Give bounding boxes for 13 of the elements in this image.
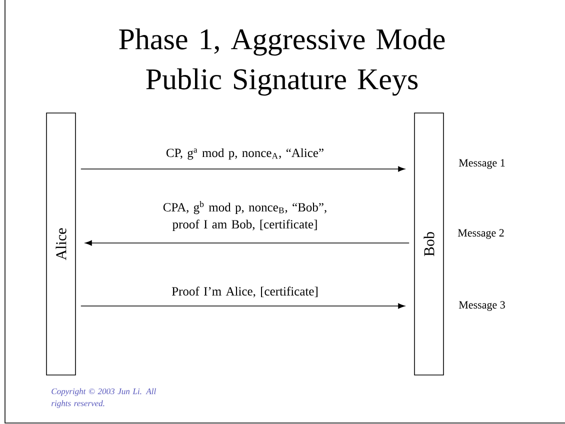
lifeline-box: Alice: [46, 112, 76, 376]
lifeline-box: Bob: [414, 112, 444, 376]
message-label: Message 1: [458, 159, 505, 169]
arrow: [85, 240, 410, 246]
message-label: Message 2: [458, 229, 504, 239]
arrow: [80, 166, 405, 172]
edge-label: Proof I’m Alice, [certificate]: [172, 286, 318, 298]
edge-label: CP, g$^{a}$ mod p, nonce$_{A}$, “Alice”: [166, 148, 324, 160]
copyright-note: Copyright © 2003 Jun Li. All rights reserved.: [52, 388, 156, 408]
message-label: Message 3: [458, 301, 505, 311]
title: Phase 1, Aggressive Mode Public Signature Keys: [119, 28, 445, 96]
arrow: [80, 303, 405, 309]
edge-label: CPA, g$^{b}$ mod p, nonce$_{B}$, “Bob”, proof I am Bob, [certificate]: [163, 200, 326, 232]
